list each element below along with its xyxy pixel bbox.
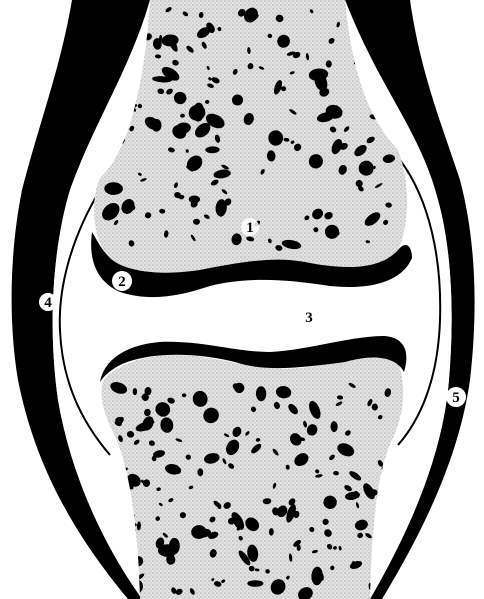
label-4: 4 <box>39 293 57 311</box>
label-1: 1 <box>241 218 259 236</box>
label-3: 3 <box>305 310 313 326</box>
label-5: 5 <box>446 387 466 407</box>
label-2: 2 <box>112 271 132 291</box>
svg-text:4: 4 <box>44 295 52 311</box>
svg-text:2: 2 <box>118 274 126 290</box>
trabecular-pore <box>133 388 137 395</box>
trabecular-pore <box>247 580 263 587</box>
svg-text:1: 1 <box>246 220 254 236</box>
svg-text:3: 3 <box>305 310 313 326</box>
trabecular-pore <box>372 404 378 411</box>
lower-bone-epiphysis <box>101 355 403 599</box>
svg-text:5: 5 <box>452 390 460 406</box>
